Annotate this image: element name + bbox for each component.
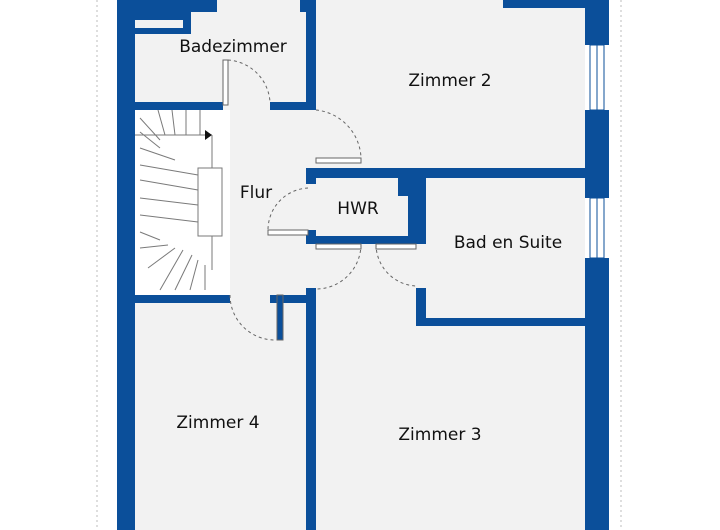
room-label-bad-en-suite: Bad en Suite bbox=[454, 233, 562, 253]
room-label-hwr: HWR bbox=[337, 199, 379, 219]
staircase bbox=[135, 109, 230, 295]
room-label-zimmer2: Zimmer 2 bbox=[408, 71, 491, 91]
room-label-flur: Flur bbox=[240, 183, 272, 203]
windows bbox=[589, 44, 605, 259]
room-label-zimmer3: Zimmer 3 bbox=[398, 425, 481, 445]
doors bbox=[222, 59, 417, 341]
room-label-zimmer4: Zimmer 4 bbox=[176, 413, 259, 433]
room-label-badezimmer: Badezimmer bbox=[179, 37, 287, 57]
walls bbox=[117, 0, 609, 530]
